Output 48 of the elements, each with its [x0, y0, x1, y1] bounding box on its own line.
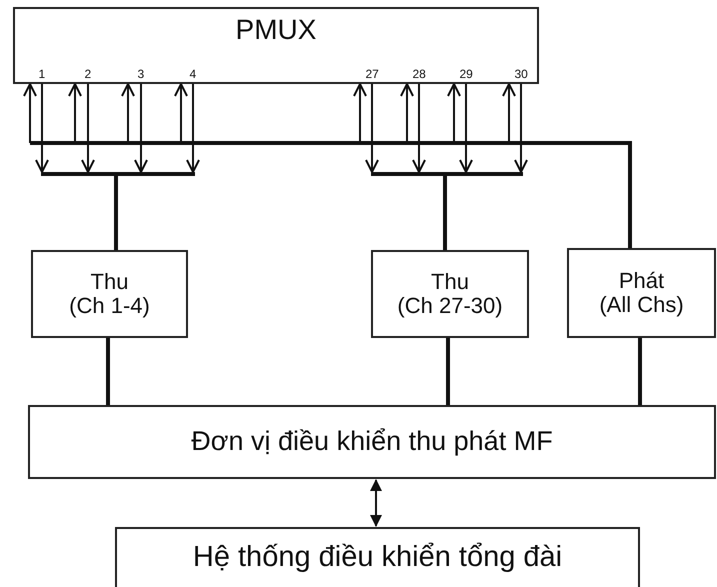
arrow	[186, 84, 200, 173]
arrow	[400, 83, 414, 143]
connector-line	[638, 338, 642, 405]
box-title: Đơn vị điều khiển thu phát MF	[191, 427, 553, 457]
box-title: Thu	[431, 270, 469, 294]
connector-line	[106, 338, 110, 405]
channel-number: 30	[514, 68, 528, 80]
arrow	[81, 84, 95, 173]
channel-number: 4	[190, 68, 196, 80]
arrow	[365, 84, 379, 173]
arrow	[134, 84, 148, 173]
channel-number: 29	[460, 68, 473, 80]
multiplexer-box	[13, 7, 539, 84]
channel-number: 27	[366, 68, 379, 80]
box-subtitle: (Ch 27-30)	[397, 294, 503, 318]
arrow	[121, 83, 135, 143]
receiver-box	[31, 250, 188, 338]
system-box	[115, 527, 640, 587]
box-title: Thu	[90, 270, 128, 294]
box-subtitle: (All Chs)	[599, 293, 684, 318]
receiver-box	[371, 250, 529, 338]
control-unit-box	[28, 405, 716, 479]
box-subtitle: (Ch 1-4)	[69, 294, 150, 318]
connector-line	[443, 176, 447, 250]
arrow	[459, 84, 473, 173]
arrow	[353, 83, 367, 143]
transmitter-box	[567, 248, 716, 338]
collector-bar	[371, 172, 523, 176]
box-title: PMUX	[236, 15, 316, 46]
box-title: Phát	[618, 268, 664, 293]
channel-number: 1	[38, 68, 46, 80]
box-title: Hệ thống điều khiển tổng đài	[192, 542, 562, 574]
arrow	[447, 83, 461, 143]
arrow	[23, 83, 37, 143]
channel-number: 28	[412, 68, 426, 80]
channel-number: 3	[138, 68, 144, 80]
connector-line	[446, 338, 450, 405]
arrow	[174, 83, 188, 143]
channel-number: 2	[84, 68, 92, 80]
collector-bar	[41, 172, 195, 176]
double-arrow	[370, 479, 382, 527]
bus-line	[30, 141, 632, 248]
arrow	[514, 84, 528, 173]
arrow	[68, 83, 82, 143]
arrow	[502, 83, 516, 143]
arrow	[35, 84, 49, 173]
connector-line	[114, 176, 118, 250]
arrow	[412, 84, 426, 173]
